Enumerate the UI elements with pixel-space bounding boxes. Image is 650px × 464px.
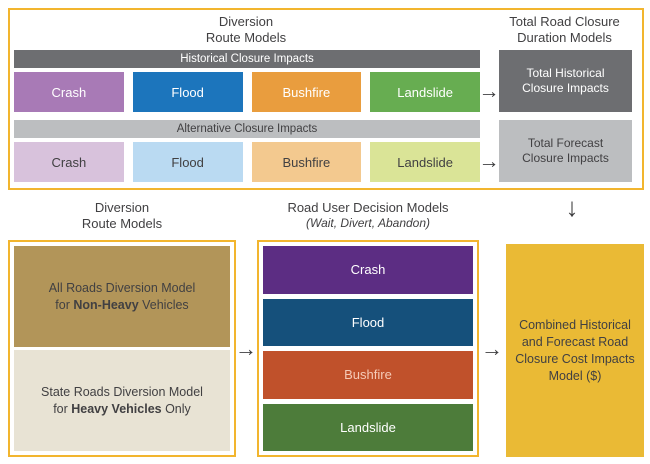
decision-bushfire-box: Bushfire [263,351,473,399]
label-line: for Heavy Vehicles Only [41,401,203,418]
state-roads-diversion-model-box: State Roads Diversion Model for Heavy Ve… [14,350,230,451]
top-diversion-route-models-title: Diversion Route Models [12,14,480,46]
decision-landslide-box: Landslide [263,403,473,451]
historical-closure-impacts-header: Historical Closure Impacts [14,50,480,68]
title-line: Road User Decision Models [287,200,449,215]
arrow-right-icon: → [478,80,500,103]
historical-crash-box: Crash [14,72,124,112]
top-duration-models-panel: Diversion Route Models Total Road Closur… [8,8,644,190]
combined-cost-impacts-model-box: Combined Historical and Forecast Road Cl… [506,244,644,457]
label-bold-text: Non-Heavy [73,297,139,312]
title-line: Total Road Closure [509,14,620,29]
arrow-right-icon: → [481,336,503,361]
label-line: All Roads Diversion Model [48,280,196,295]
decision-flood-box: Flood [263,298,473,346]
state-roads-diversion-model-label: State Roads Diversion Model for Heavy Ve… [41,384,203,418]
total-historical-closure-impacts-box: Total Historical Closure Impacts [499,50,632,112]
label-text: for [53,401,72,416]
alternative-landslide-box: Landslide [370,142,480,182]
alternative-bushfire-box: Bushfire [251,142,362,182]
decision-models-subtitle: (Wait, Divert, Abandon) [305,216,431,230]
label-bold-text: Heavy Vehicles [71,401,162,416]
historical-hazard-row: Crash Flood Bushfire Landslide [14,72,480,112]
title-line: Diversion [94,200,150,215]
title-line: Route Models [81,216,163,231]
title-line: Duration Models [517,30,612,45]
arrow-right-icon: → [478,150,500,173]
label-text: Vehicles [138,297,189,312]
road-user-decision-models-title: Road User Decision Models (Wait, Divert,… [257,200,479,230]
label-line: State Roads Diversion Model [41,384,203,399]
road-user-decision-models-panel: Crash Flood Bushfire Landslide [257,240,479,457]
arrow-down-icon: ↓ [565,192,579,222]
alternative-crash-box: Crash [14,142,124,182]
total-forecast-closure-impacts-box: Total Forecast Closure Impacts [499,120,632,182]
alternative-closure-impacts-header: Alternative Closure Impacts [14,120,480,138]
alternative-hazard-row: Crash Flood Bushfire Landslide [14,142,480,182]
decision-crash-box: Crash [263,246,473,294]
historical-flood-box: Flood [132,72,243,112]
alternative-flood-box: Flood [132,142,243,182]
historical-bushfire-box: Bushfire [251,72,362,112]
all-roads-diversion-model-box: All Roads Diversion Model for Non-Heavy … [14,246,230,347]
all-roads-diversion-model-label: All Roads Diversion Model for Non-Heavy … [49,280,196,314]
title-line: Diversion [218,14,274,29]
arrow-right-icon: → [235,336,257,361]
total-road-closure-duration-models-title: Total Road Closure Duration Models [497,14,632,46]
historical-landslide-box: Landslide [370,72,480,112]
label-text: Only [161,401,191,416]
bottom-diversion-route-models-title: Diversion Route Models [8,200,236,232]
title-line: Route Models [205,30,287,45]
label-text: for [55,297,74,312]
label-line: for Non-Heavy Vehicles [49,297,196,314]
diversion-route-models-panel: All Roads Diversion Model for Non-Heavy … [8,240,236,457]
